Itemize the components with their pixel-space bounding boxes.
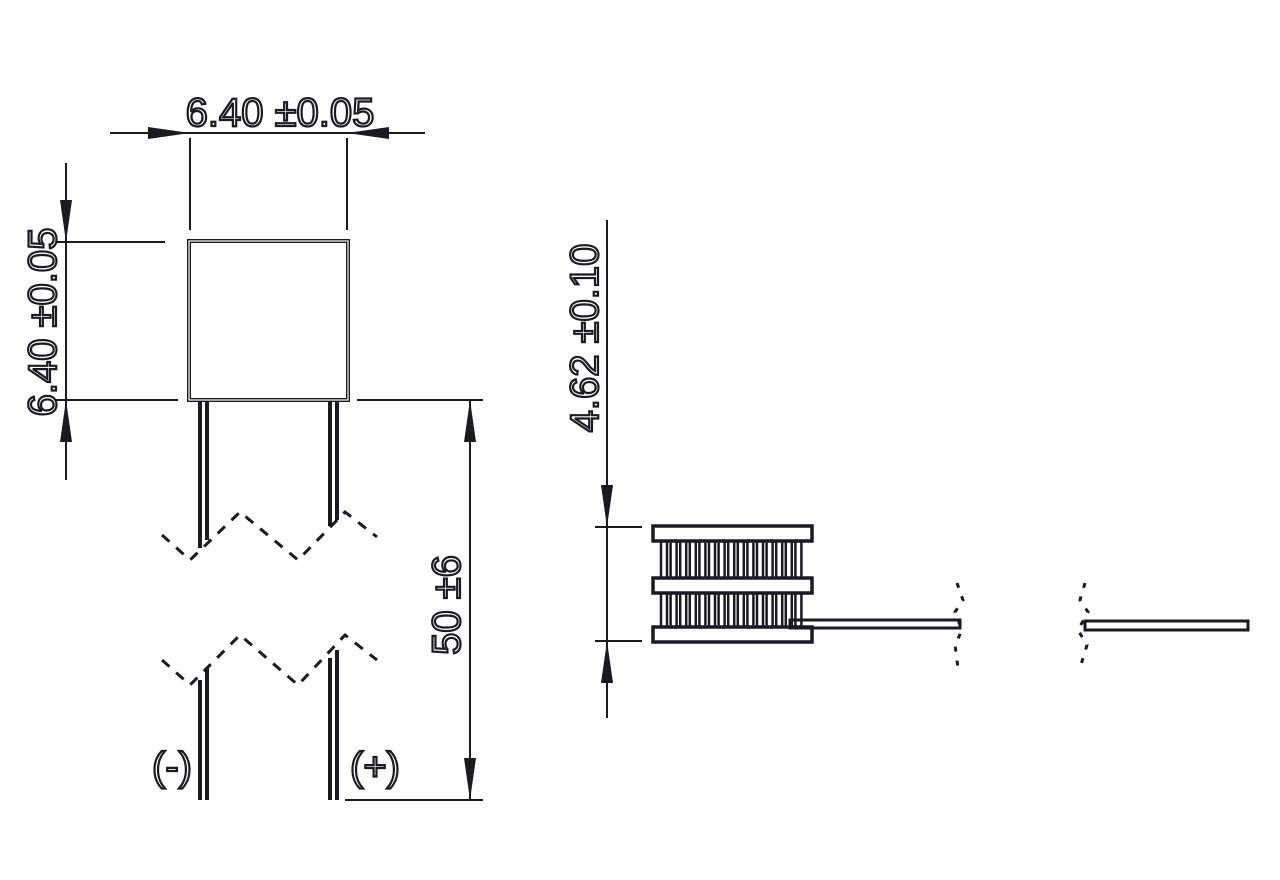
component-side-view [651, 524, 814, 644]
side-lead [788, 582, 1250, 669]
fin [669, 590, 678, 630]
lead-length-dimension: 50 ±6 [345, 399, 483, 801]
fin [698, 590, 707, 630]
fin [794, 538, 803, 580]
fin [717, 538, 726, 580]
fin [669, 538, 678, 580]
fin [678, 590, 688, 630]
fin [746, 538, 755, 580]
fin [688, 538, 698, 580]
fin [774, 590, 784, 630]
lead-length-label: 50 ±6 [425, 555, 469, 655]
fin [736, 538, 746, 580]
plate [651, 576, 814, 595]
top-width-dimension: 6.40 ±0.05 [110, 90, 425, 230]
fin [726, 590, 736, 630]
fin [698, 538, 707, 580]
plate [651, 625, 814, 644]
fin [755, 538, 765, 580]
fin [707, 538, 717, 580]
plate [651, 524, 814, 543]
fin [794, 590, 803, 630]
fin [774, 538, 784, 580]
fin [765, 538, 774, 580]
fin [765, 590, 774, 630]
left-height-dimension: 6.40 ±0.05 [20, 163, 178, 480]
fin [717, 590, 726, 630]
positive-lead-label: (+) [350, 745, 400, 789]
fin [678, 538, 688, 580]
fin [659, 538, 669, 580]
fin [726, 538, 736, 580]
fin [755, 590, 765, 630]
fin [736, 590, 746, 630]
fin [784, 538, 794, 580]
fin [707, 590, 717, 630]
fin [746, 590, 755, 630]
fin [688, 590, 698, 630]
top-width-label: 6.40 ±0.05 [186, 91, 375, 135]
side-thickness-dimension: 4.62 ±0.10 [562, 220, 642, 718]
fin [659, 590, 669, 630]
left-height-label: 6.40 ±0.05 [21, 228, 65, 417]
component-top-view: (-) (+) [151, 239, 401, 800]
negative-lead-label: (-) [152, 745, 192, 789]
side-thickness-label: 4.62 ±0.10 [563, 244, 607, 433]
